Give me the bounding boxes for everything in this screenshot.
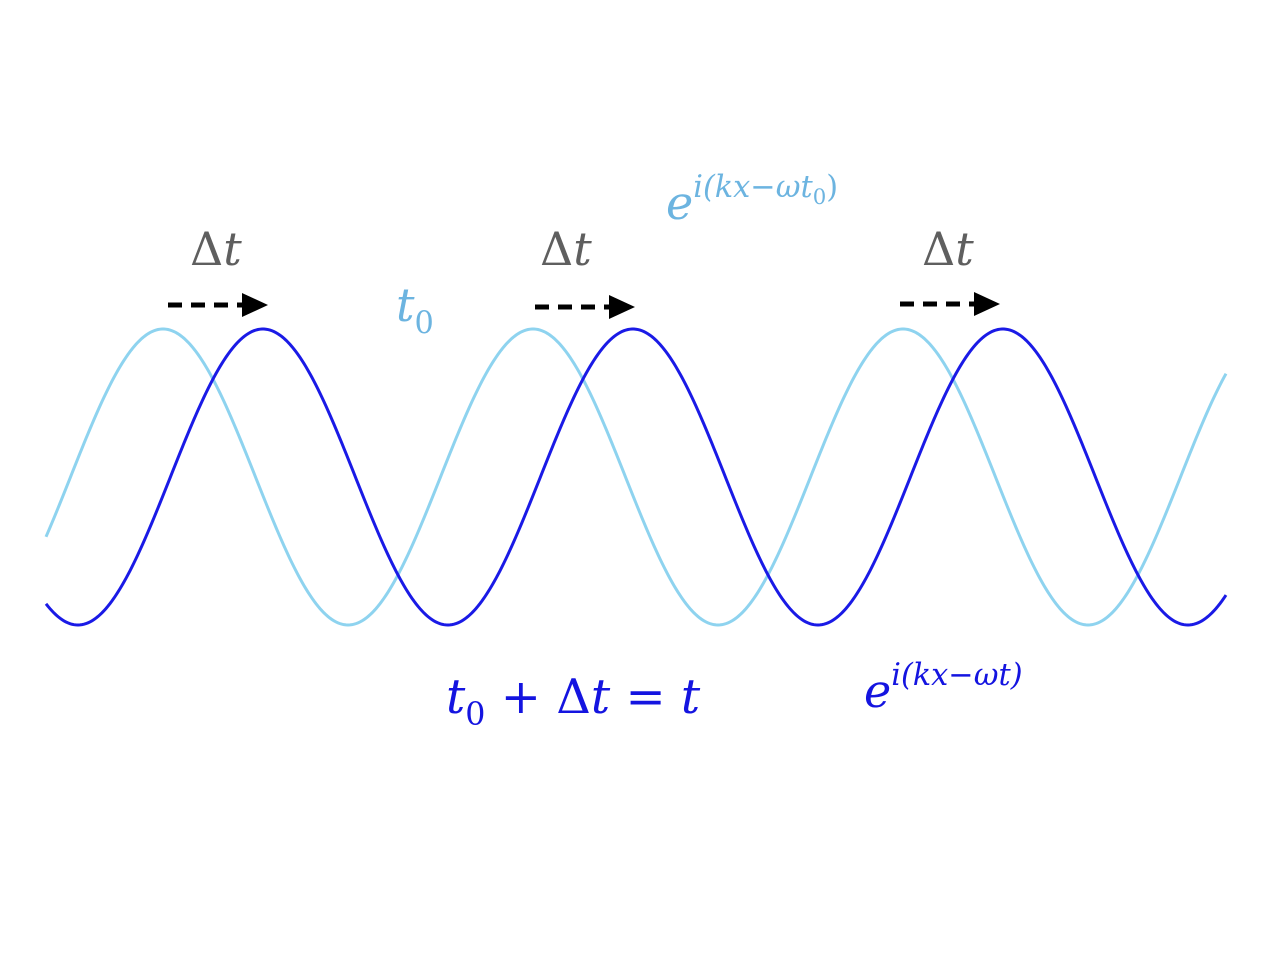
delta-var: t [573, 222, 592, 276]
arrow-head [609, 295, 635, 319]
relation-delta-var: t [590, 669, 611, 725]
exp-initial-exponent: i(kx−ωt [693, 170, 813, 206]
t0-subscript: 0 [414, 305, 434, 341]
t0-label: t0 [396, 282, 434, 338]
shift-arrow-2 [535, 295, 635, 319]
relation-delta: Δ [556, 669, 591, 725]
relation-t0-subscript: 0 [465, 697, 486, 734]
exp-initial-close: ) [826, 170, 839, 206]
delta-var: t [955, 222, 974, 276]
relation-equals: = [625, 669, 666, 725]
delta-symbol: Δ [540, 222, 574, 276]
time-relation: t0 + Δt = t [446, 673, 700, 731]
shifted-wave-expression: ei(kx−ωt) [864, 660, 1023, 714]
delta-symbol: Δ [190, 222, 224, 276]
wave-initial-time [44, 327, 1228, 627]
wave-shifted-time [44, 327, 1228, 627]
delta-symbol: Δ [922, 222, 956, 276]
shift-arrow-3 [900, 292, 1000, 316]
delta-t-label-3: Δt [922, 226, 974, 272]
exp-shifted-exponent: i(kx−ωt) [891, 658, 1023, 694]
relation-rhs: t [680, 669, 701, 725]
delta-t-label-2: Δt [540, 226, 592, 272]
delta-t-label-1: Δt [190, 226, 242, 272]
relation-t0-var: t [446, 669, 466, 725]
exp-base: e [864, 664, 892, 718]
arrow-head [974, 292, 1000, 316]
exp-initial-subscript: 0 [812, 184, 827, 210]
relation-plus: + [500, 669, 541, 725]
delta-var: t [223, 222, 242, 276]
initial-wave-expression: ei(kx−ωt0) [666, 172, 838, 226]
exp-base: e [666, 176, 694, 230]
shift-arrow-1 [168, 293, 268, 317]
t0-var: t [396, 278, 415, 332]
arrow-head [242, 293, 268, 317]
